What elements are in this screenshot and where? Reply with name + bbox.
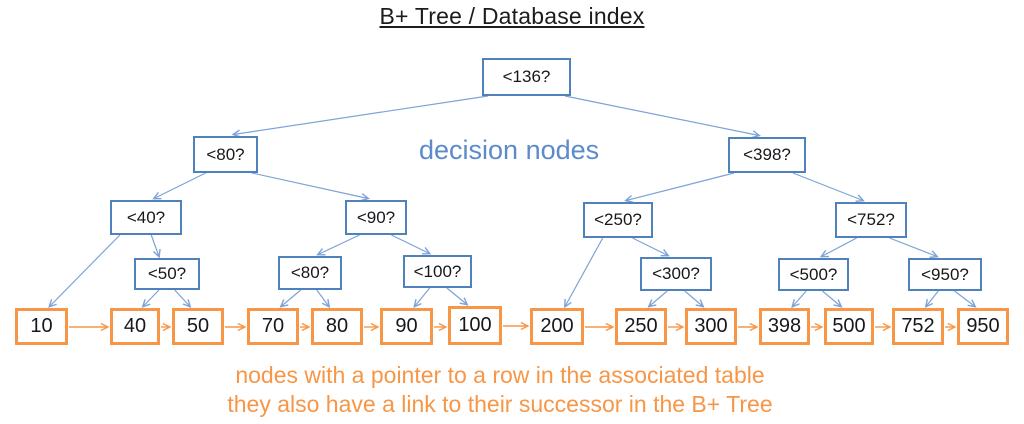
node-label: <50? [147,264,187,283]
node-label: <40? [126,207,166,227]
leaf-caption: nodes with a pointer to a row in the ass… [0,361,1000,419]
diagram-title: B+ Tree / Database index [379,3,645,29]
decision-node-752: <752? [835,202,907,238]
node-label: 100 [458,314,492,336]
decision-node-136: <136? [482,58,571,96]
leaf-node-500: 500 [824,308,874,345]
decision-node-80: <80? [193,136,258,173]
node-label: <398? [743,145,791,164]
node-label: <100? [413,261,462,281]
node-label: 200 [540,315,574,337]
decision-nodes-annotation: decision nodes [419,135,600,165]
decision-node-300: <300? [640,257,712,291]
node-label: <136? [502,67,551,86]
node-label: 500 [832,315,866,337]
node-label: 80 [325,315,349,337]
decision-node-100: <100? [403,255,472,288]
leaf-node-80: 80 [311,308,363,345]
decision-node-398: <398? [728,137,806,173]
leaf-node-398: 398 [759,308,810,345]
node-label: <250? [594,210,642,229]
leaf-node-100: 100 [448,306,502,345]
decision-node-50: <50? [134,258,200,290]
node-label: <90? [356,207,396,227]
leaf-caption-line2: they also have a link to their successor… [227,391,773,417]
leaf-node-70: 70 [247,308,299,345]
decision-node-90: <90? [345,200,407,235]
decision-node-80: <80? [278,256,342,290]
leaf-node-50: 50 [172,308,224,345]
node-label: 300 [694,315,728,337]
leaf-node-300: 300 [685,308,737,345]
node-label: 10 [30,315,53,337]
node-label: 90 [395,315,418,337]
node-label: 950 [966,315,1000,337]
leaf-node-250: 250 [615,308,667,345]
node-label: <300? [652,264,700,283]
leaf-node-200: 200 [530,308,584,345]
leaf-node-950: 950 [957,308,1009,345]
node-label: 752 [901,315,935,337]
decision-node-250: <250? [583,202,653,238]
node-label: 398 [767,315,802,337]
decision-node-500: <500? [778,258,849,291]
leaf-node-752: 752 [892,308,944,345]
decision-node-40: <40? [110,200,182,235]
leaf-caption-line1: nodes with a pointer to a row in the ass… [235,362,765,388]
node-label: <80? [206,144,245,164]
node-label: 50 [186,315,210,337]
node-label: <80? [290,263,330,282]
node-label: 250 [624,315,658,337]
node-label: 40 [123,315,147,337]
decision-node-950: <950? [908,258,982,291]
node-label: <500? [789,264,838,284]
leaf-node-40: 40 [110,308,160,345]
node-label: <752? [847,210,895,229]
leaf-node-10: 10 [15,308,68,345]
leaf-node-90: 90 [380,308,433,345]
node-label: 70 [261,315,285,337]
node-label: <950? [921,264,969,284]
